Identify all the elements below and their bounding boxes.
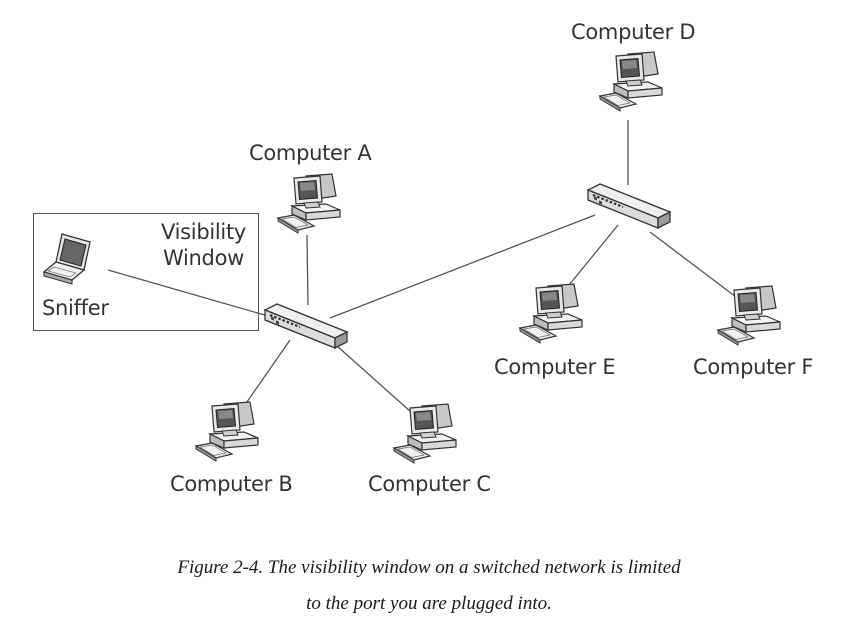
figure-caption-line1: Figure 2-4. The visibility window on a s…: [177, 557, 681, 578]
visibility-window-box: [33, 213, 259, 331]
visibility-window-label-line2: Window: [163, 246, 245, 270]
laptop-icon: [42, 233, 91, 285]
visibility-window-label-line1: Visibility: [161, 220, 247, 244]
switch-icon-main: [263, 302, 349, 350]
sniffer-label: Sniffer: [42, 296, 109, 320]
computer-f-icon: [717, 285, 781, 346]
computer-f-label: Computer F: [693, 355, 814, 379]
computer-c-label: Computer C: [368, 472, 491, 496]
figure-caption-line2: to the port you are plugged into.: [306, 593, 552, 614]
computer-d-label: Computer D: [571, 20, 696, 44]
computer-b-icon: [195, 401, 259, 462]
link-computer-a-switch1: [306, 234, 309, 306]
link-switch1-computer-c: [336, 345, 421, 421]
link-switch2-computer-f: [649, 231, 741, 301]
link-switch1-switch2: [329, 214, 596, 319]
computer-e-icon: [519, 283, 583, 344]
computer-a-icon: [277, 173, 341, 234]
computer-a-label: Computer A: [249, 141, 372, 165]
computer-e-label: Computer E: [494, 355, 616, 379]
network-links: [107, 120, 741, 421]
computer-c-icon: [393, 403, 457, 464]
link-sniffer-switch1: [107, 269, 276, 319]
computer-d-icon: [599, 51, 663, 112]
computer-b-label: Computer B: [170, 472, 293, 496]
switch-icon-remote: [586, 182, 672, 230]
link-switch1-computer-b: [239, 339, 291, 413]
link-switch2-computer-e: [564, 224, 619, 291]
